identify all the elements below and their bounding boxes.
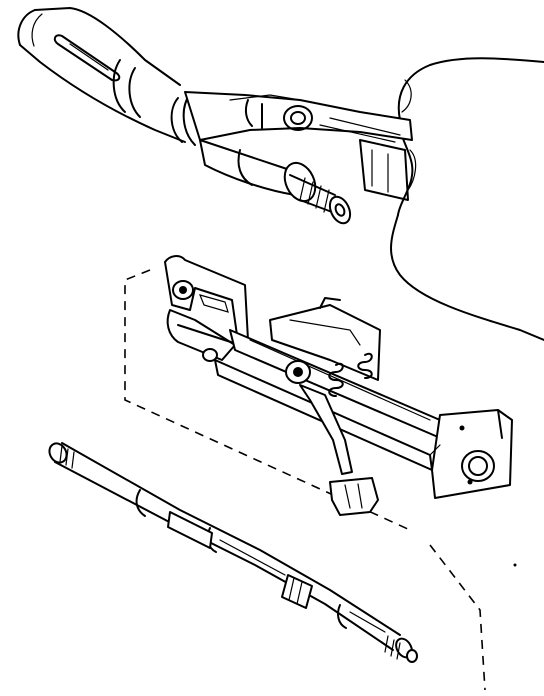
hand — [390, 57, 544, 341]
assembly-outline — [124, 269, 486, 691]
intermediate-shaft — [48, 442, 418, 663]
tilt-bracket-assembly — [164, 255, 513, 516]
steering-column-housing — [17, 7, 413, 225]
marker-dot — [513, 563, 517, 567]
